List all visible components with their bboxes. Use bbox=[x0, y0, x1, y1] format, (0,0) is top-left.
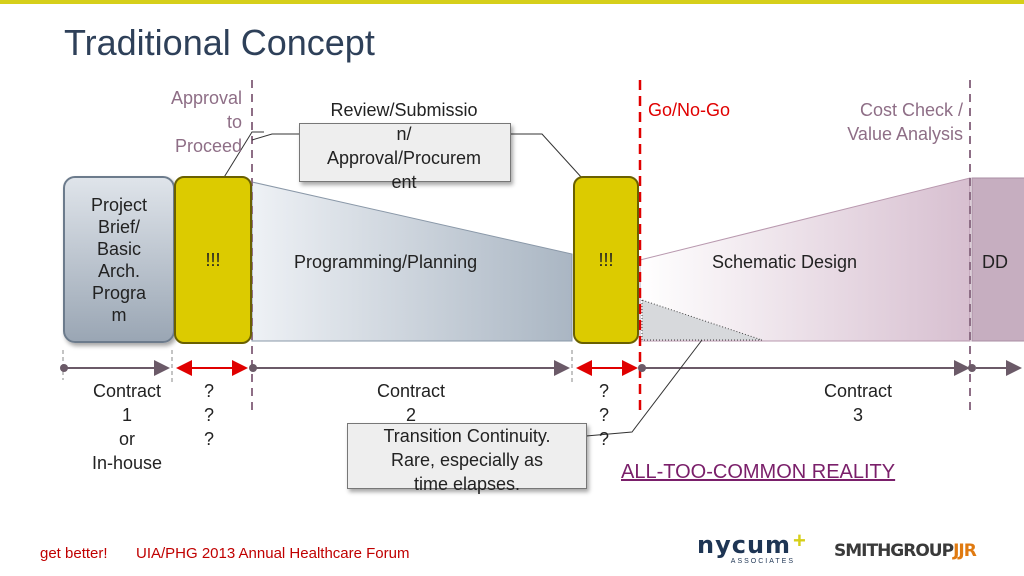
question-marks-2: ??? bbox=[598, 381, 609, 449]
nycum-logo: nycum + ASSOCIATES bbox=[697, 528, 806, 565]
review-callout bbox=[299, 123, 511, 182]
transition-callout: Transition Continuity.Rare, especially a… bbox=[347, 423, 587, 494]
dd-block bbox=[971, 177, 1024, 342]
gate-box-2: !!! bbox=[573, 176, 639, 344]
footer-tagline: get better! bbox=[40, 545, 108, 562]
schematic-design-label: Schematic Design bbox=[712, 252, 858, 272]
dd-label: DD bbox=[982, 252, 1008, 272]
go-no-go-label: Go/No-Go bbox=[648, 100, 731, 120]
smithgroup-logo: SMITHGROUPJJR bbox=[834, 541, 977, 561]
gate-box-1: !!! bbox=[174, 176, 252, 344]
top-accent-bar bbox=[0, 0, 1024, 4]
cost-check-label: Cost Check /Value Analysis bbox=[847, 100, 963, 144]
footer-event: UIA/PHG 2013 Annual Healthcare Forum bbox=[136, 545, 410, 562]
review-pointer-left bbox=[251, 133, 300, 141]
programming-planning-label: Programming/Planning bbox=[294, 252, 478, 272]
reality-label: ALL-TOO-COMMON REALITY bbox=[621, 461, 896, 483]
question-marks-1: ??? bbox=[203, 381, 214, 449]
page-title: Traditional Concept bbox=[64, 22, 375, 63]
transition-pointer bbox=[585, 339, 703, 437]
programming-planning-wedge bbox=[251, 181, 573, 342]
